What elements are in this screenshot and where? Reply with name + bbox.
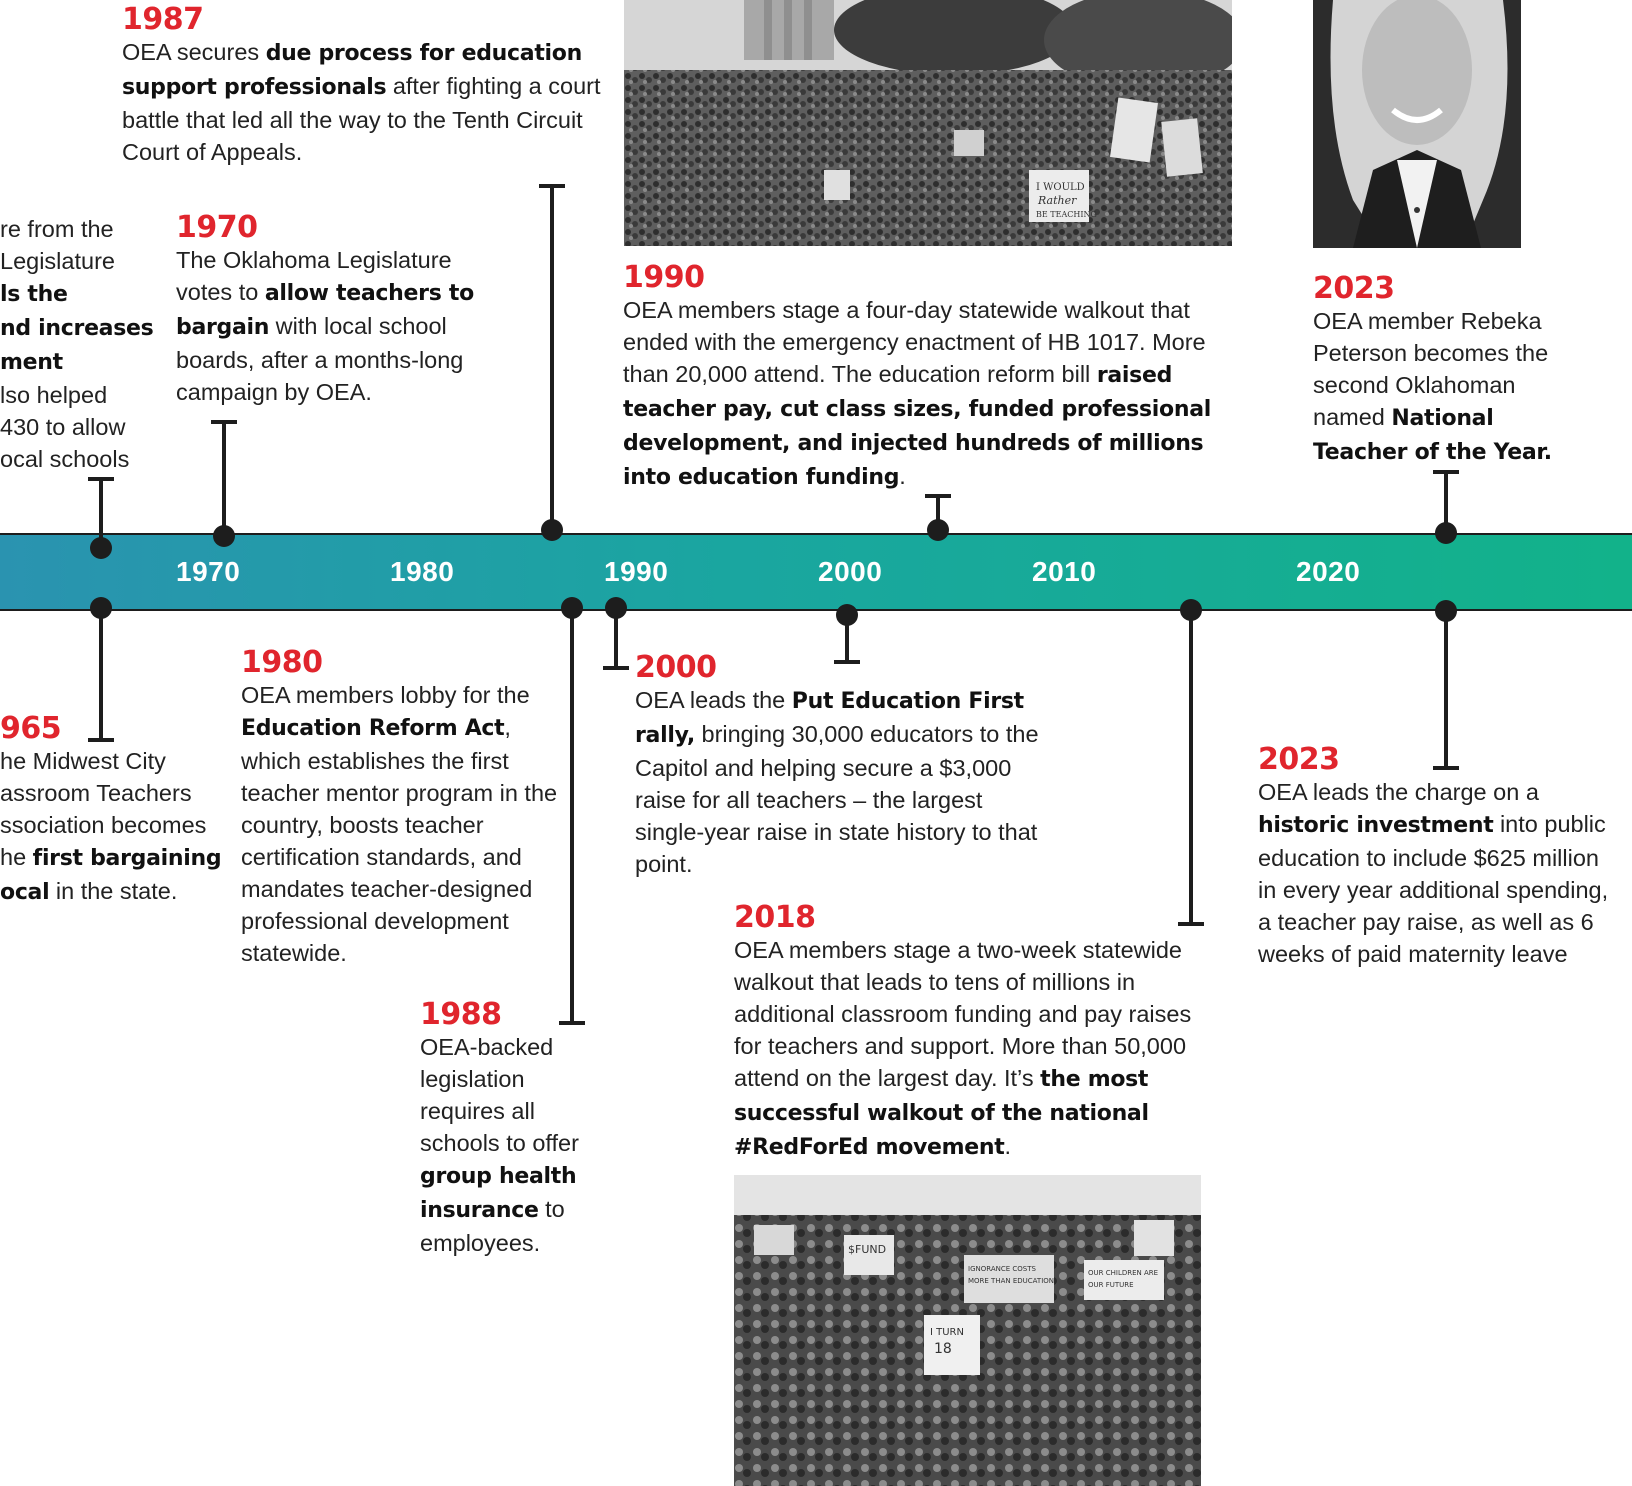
event-1988: 1988 OEA-backed legislation requires all…: [420, 999, 605, 1259]
decade-label-1980: 1980: [390, 556, 455, 587]
event-year: 2000: [635, 650, 717, 685]
event-year: 1980: [241, 645, 323, 680]
event-text: OEA leads the charge on a historic inves…: [1258, 779, 1609, 967]
decade-label-2010: 2010: [1032, 556, 1097, 587]
event-year: 2023: [1258, 742, 1340, 777]
event-text: OEA leads the Put Education First rally,…: [635, 687, 1039, 877]
event-text: OEA members lobby for the Education Refo…: [241, 682, 558, 966]
event-year: 2018: [734, 900, 816, 935]
event-year: 2023: [1313, 271, 1395, 306]
event-1987: 1987 OEA secures due process for educati…: [122, 4, 602, 168]
event-text: The Oklahoma Legislature votes to allow …: [176, 247, 474, 405]
rally-2018-photo-art: $FUND IGNORANCE COSTS MORE THAN EDUCATIO…: [734, 1175, 1201, 1486]
event-text: OEA member Rebeka Peterson becomes the s…: [1313, 308, 1552, 465]
event-text: OEA-backed legislation requires all scho…: [420, 1034, 579, 1256]
event-2023-teacher-of-year: 2023 OEA member Rebeka Peterson becomes …: [1313, 273, 1583, 469]
event-1980: 1980 OEA members lobby for the Education…: [241, 647, 561, 969]
event-year: 1987: [122, 2, 204, 37]
svg-text:IGNORANCE COSTS: IGNORANCE COSTS: [968, 1265, 1036, 1273]
rebeka-peterson-portrait: [1313, 0, 1521, 248]
timeline-band: [0, 533, 1632, 611]
event-text: re from the Legislature ls the nd increa…: [0, 216, 154, 472]
event-year: 1988: [420, 997, 502, 1032]
event-1970: 1970 The Oklahoma Legislature votes to a…: [176, 212, 506, 408]
event-year: 1970: [176, 210, 258, 245]
event-text: he Midwest City assroom Teachers ssociat…: [0, 748, 222, 905]
svg-text:18: 18: [934, 1341, 952, 1357]
event-2023-investment: 2023 OEA leads the charge on a historic …: [1258, 744, 1618, 970]
svg-text:I TURN: I TURN: [930, 1327, 964, 1338]
svg-text:I WOULD: I WOULD: [1036, 182, 1085, 193]
event-text: OEA members stage a two-week statewide w…: [734, 937, 1192, 1160]
event-1965: 965 he Midwest City assroom Teachers sso…: [0, 713, 225, 909]
rally-1990-photo: I WOULD Rather BE TEACHING: [624, 0, 1232, 246]
rally-1990-photo-art: I WOULD Rather BE TEACHING: [624, 0, 1232, 246]
svg-text:Rather: Rather: [1037, 194, 1077, 207]
event-1990: 1990 OEA members stage a four-day statew…: [623, 262, 1223, 494]
event-year: 1990: [623, 260, 705, 295]
svg-text:OUR FUTURE: OUR FUTURE: [1088, 1281, 1134, 1289]
event-year: 965: [0, 711, 62, 746]
decade-label-1990: 1990: [604, 556, 669, 587]
svg-text:$FUND: $FUND: [848, 1243, 886, 1256]
rally-2018-photo: $FUND IGNORANCE COSTS MORE THAN EDUCATIO…: [734, 1175, 1201, 1486]
event-text: OEA secures due process for education su…: [122, 39, 601, 165]
event-1965-top-clipped: re from the Legislature ls the nd increa…: [0, 213, 160, 475]
decade-label-1970: 1970: [176, 556, 241, 587]
event-2018: 2018 OEA members stage a two-week statew…: [734, 902, 1224, 1164]
svg-text:MORE THAN EDUCATION: MORE THAN EDUCATION: [968, 1277, 1054, 1285]
event-text: OEA members stage a four-day statewide w…: [623, 297, 1211, 490]
decade-label-2000: 2000: [818, 556, 883, 587]
svg-text:OUR CHILDREN ARE: OUR CHILDREN ARE: [1088, 1269, 1158, 1277]
svg-text:BE TEACHING: BE TEACHING: [1036, 210, 1097, 219]
event-2000: 2000 OEA leads the Put Education First r…: [635, 652, 1055, 880]
portrait-art: [1313, 0, 1521, 248]
decade-label-2020: 2020: [1296, 556, 1361, 587]
